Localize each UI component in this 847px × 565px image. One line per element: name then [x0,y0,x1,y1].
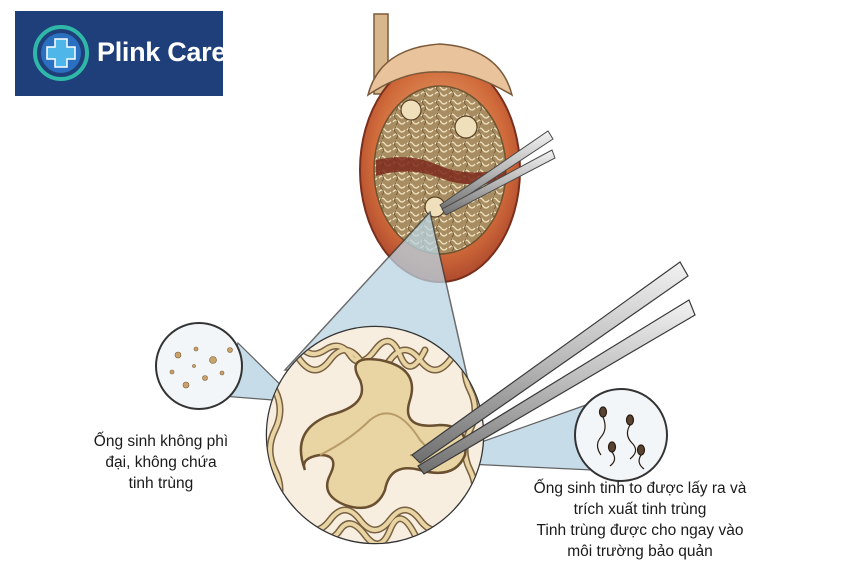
sperm-extraction-caption: Ống sinh tinh to được lấy ra và trích xu… [495,478,785,562]
caption-line: Ống sinh không phì [93,433,229,450]
caption-line: Ống sinh tinh to được lấy ra và [533,480,747,497]
enlarged-tubule [454,115,478,139]
testis-cross-section [359,13,521,283]
caption-line: trích xuất tinh trùng [573,501,707,518]
caption-line: môi trường bảo quản [567,543,713,560]
blood-vessel-band [376,157,506,185]
caption-line: đại, không chứa [105,454,217,471]
magnified-tubules-view [265,325,485,545]
caption-line: tinh trùng [128,475,194,492]
micro-forceps-large [411,261,696,475]
enlarged-tubule [400,99,422,121]
micro-forceps-small [439,130,556,216]
medical-cross-icon [33,25,89,81]
non-enlarged-tubule-view [155,322,243,410]
sperm-cells-view [574,388,668,482]
brand-name: Plink Care [97,37,227,67]
non-enlarged-tubule-caption: Ống sinh không phì đại, không chứa tinh … [66,431,256,494]
epididymis [366,43,514,97]
plink-care-logo[interactable]: Plink Care [15,11,227,96]
caption-line: Tinh trùng được cho ngay vào [536,522,744,539]
